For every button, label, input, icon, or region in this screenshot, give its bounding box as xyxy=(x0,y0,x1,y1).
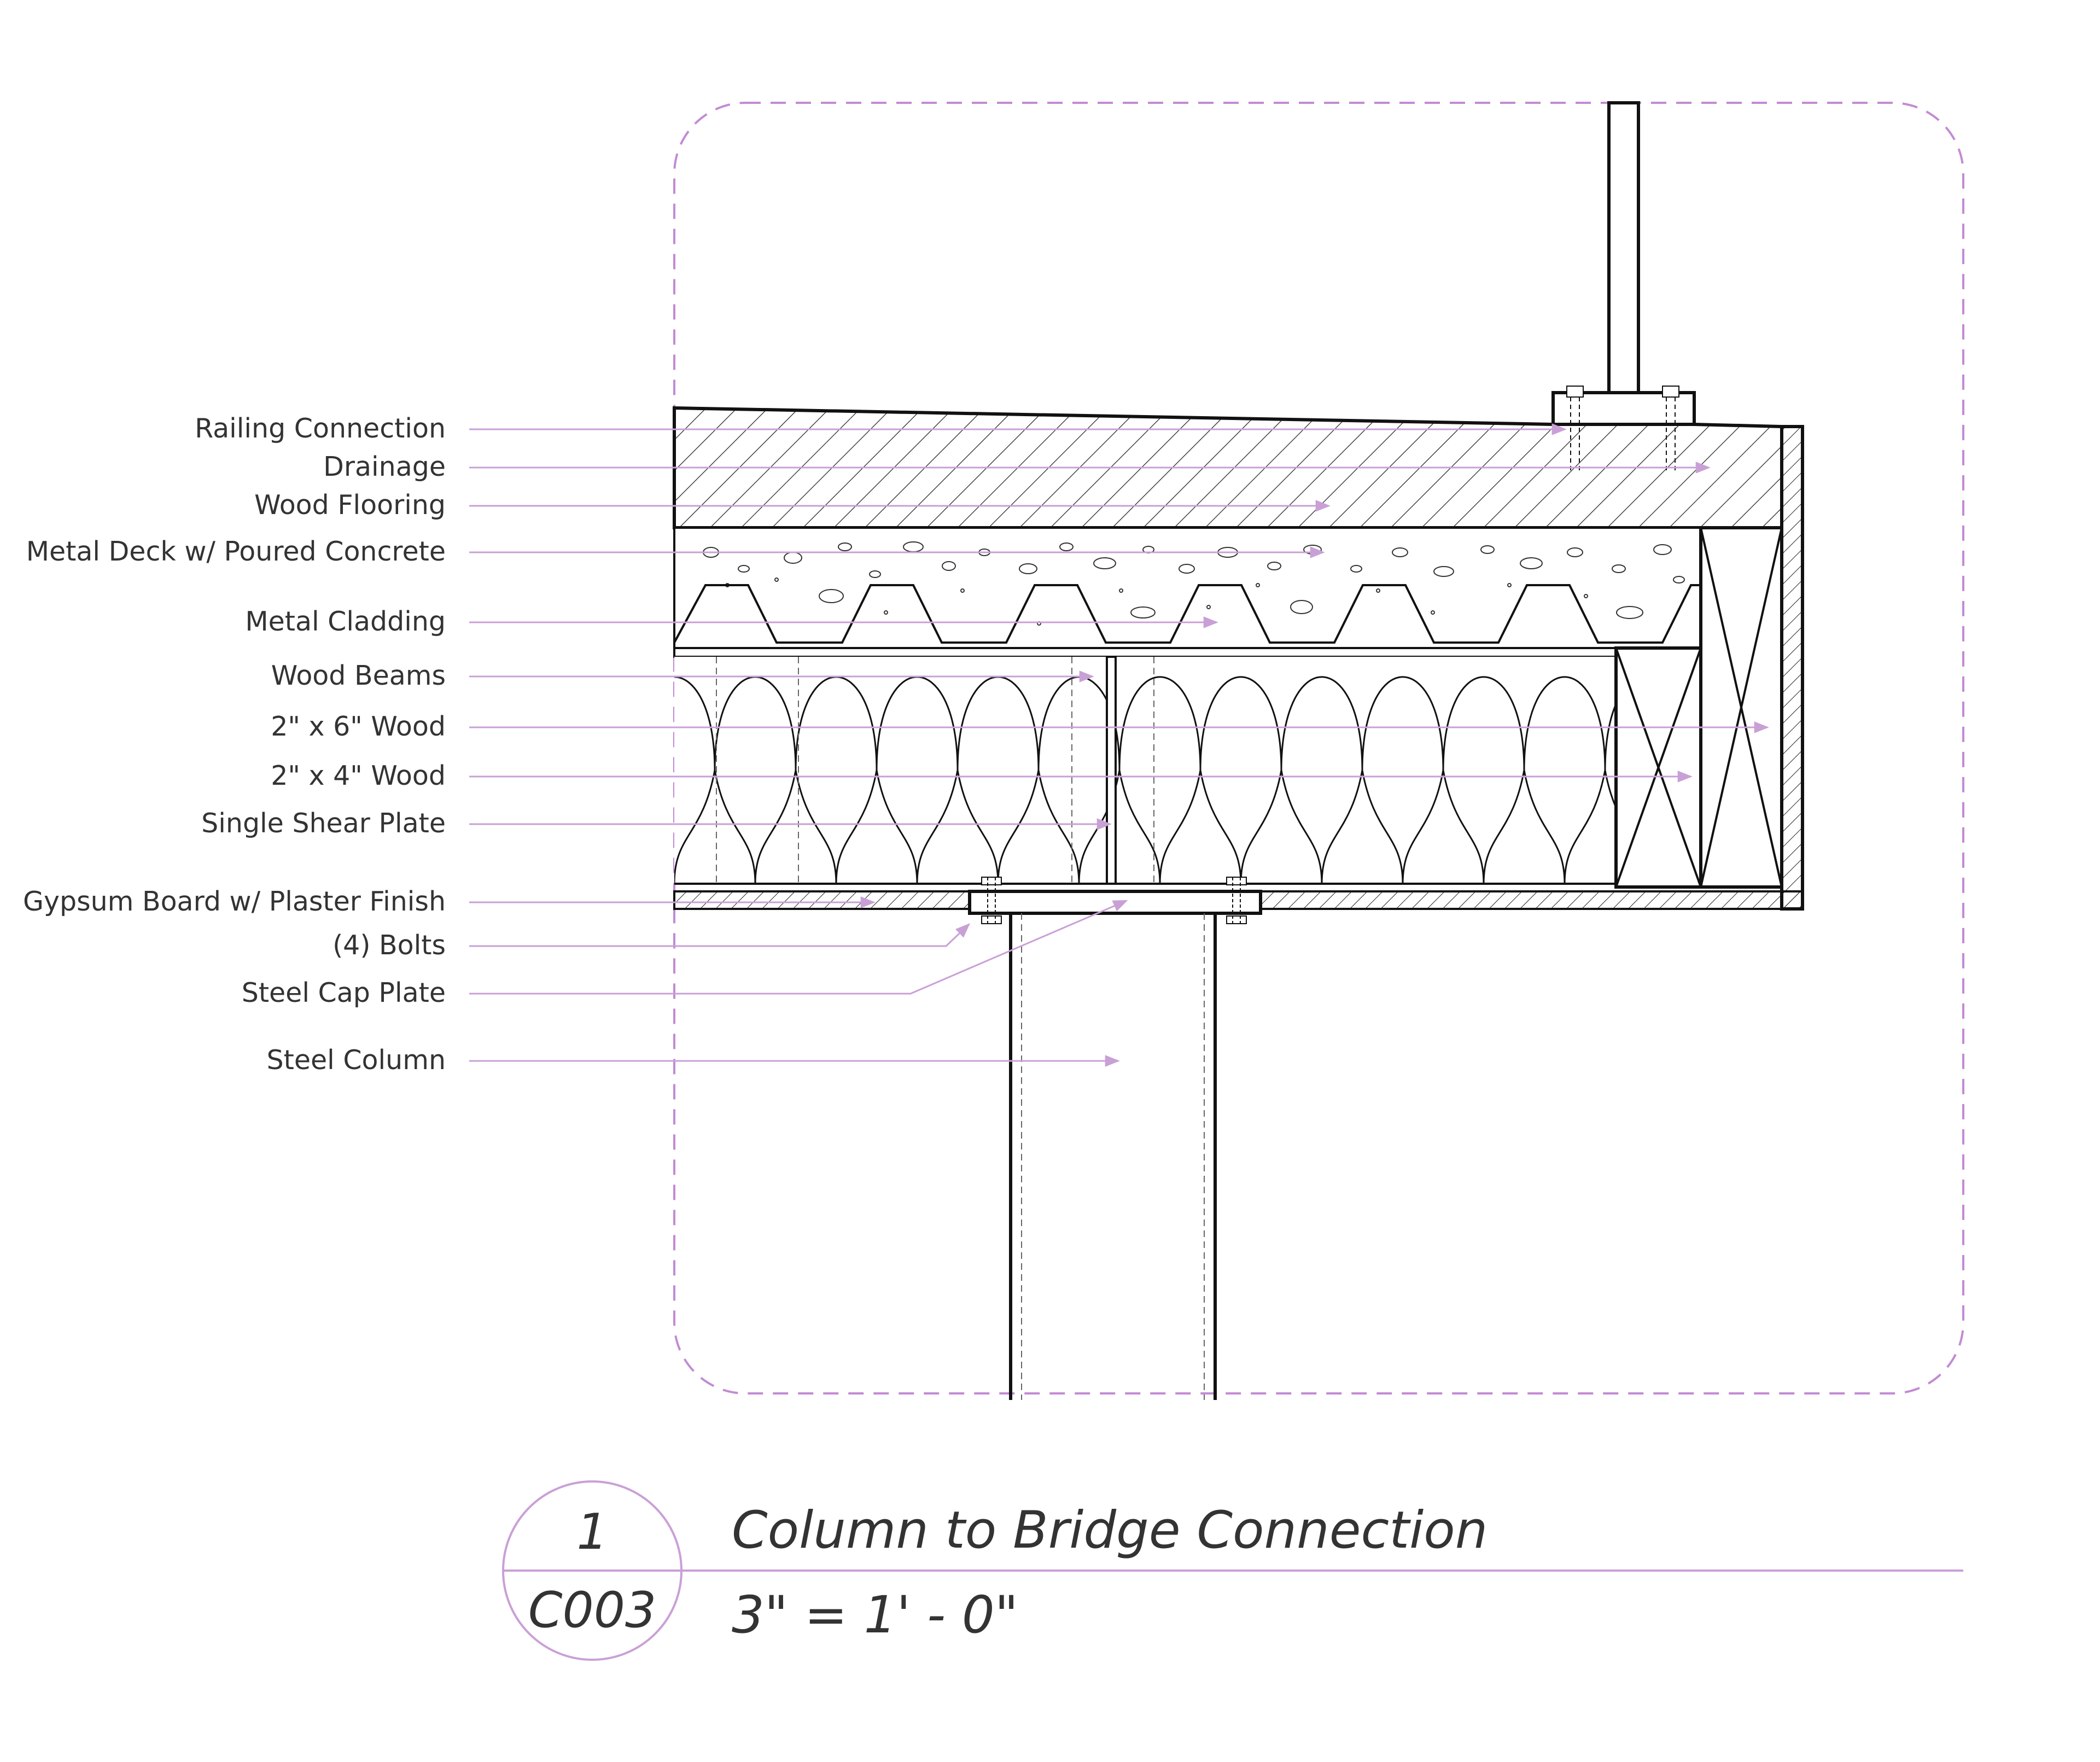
label-wood-2x6: 2" x 6" Wood xyxy=(271,711,446,742)
detail-number: 1 xyxy=(576,1503,608,1561)
title-block: 1 C003 Column to Bridge Connection 3" = … xyxy=(502,1480,1963,1661)
label-gypsum-board: Gypsum Board w/ Plaster Finish xyxy=(23,886,446,917)
steel-column xyxy=(1009,913,1217,1400)
metal-deck-profile xyxy=(673,584,1701,644)
wood-beam xyxy=(1106,656,1117,885)
label-wood-beams: Wood Beams xyxy=(271,660,446,691)
batt-insulation xyxy=(674,676,1616,884)
steel-cap-plate xyxy=(968,890,1262,915)
concrete-deck-layer xyxy=(673,527,1702,649)
detail-scale: 3" = 1' - 0" xyxy=(732,1585,1018,1645)
label-railing-connection: Railing Connection xyxy=(195,413,446,444)
leader-lines xyxy=(469,423,1769,1067)
label-metal-cladding: Metal Cladding xyxy=(245,606,446,637)
wood-2x6-block xyxy=(1699,526,1783,889)
bolts xyxy=(981,877,1247,924)
label-group: Railing Connection Drainage Wood Floorin… xyxy=(23,413,446,1076)
metal-cladding-strip xyxy=(673,647,1702,658)
label-steel-cap-plate: Steel Cap Plate xyxy=(242,977,446,1008)
label-metal-deck: Metal Deck w/ Poured Concrete xyxy=(26,536,446,567)
label-bolts: (4) Bolts xyxy=(332,930,446,961)
leader-steel-cap-plate xyxy=(469,900,1128,995)
hidden-lines xyxy=(716,657,1154,884)
leader-bolts xyxy=(469,923,970,947)
label-wood-2x4: 2" x 4" Wood xyxy=(271,760,446,791)
wood-2x4-block xyxy=(1614,646,1702,889)
aggregate-pattern xyxy=(703,541,1685,626)
gypsum-board-right xyxy=(1259,890,1804,910)
label-drainage: Drainage xyxy=(323,451,446,482)
railing-post xyxy=(1551,101,1696,470)
detail-title: Column to Bridge Connection xyxy=(732,1501,1488,1560)
sheet-number: C003 xyxy=(528,1582,657,1639)
label-steel-column: Steel Column xyxy=(267,1045,446,1076)
label-single-shear-plate: Single Shear Plate xyxy=(201,808,446,839)
batt-insulation-curves xyxy=(674,676,1616,884)
gypsum-board-left xyxy=(673,890,971,910)
insulation-zone xyxy=(674,657,1616,884)
label-wood-flooring: Wood Flooring xyxy=(254,489,446,521)
end-cladding xyxy=(1780,425,1804,911)
